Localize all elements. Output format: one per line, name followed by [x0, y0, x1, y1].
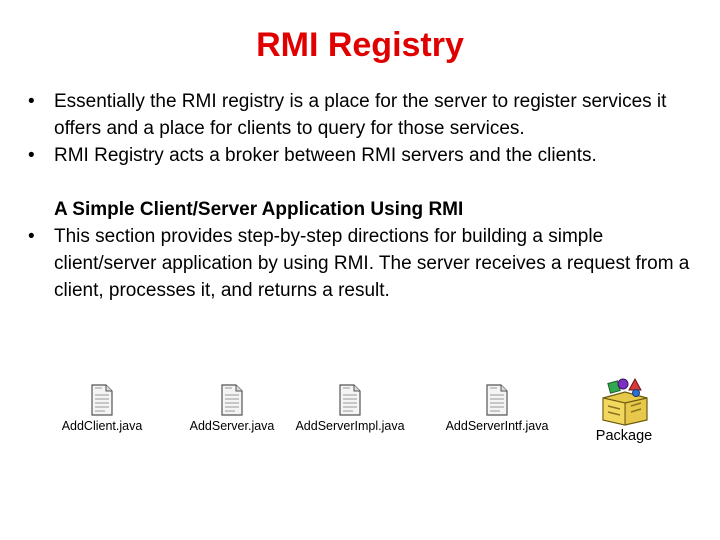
slide-title: RMI Registry [256, 26, 464, 64]
bullet-item: • RMI Registry acts a broker between RMI… [28, 142, 708, 169]
file-label: AddServerIntf.java [445, 419, 549, 433]
package-icon [602, 377, 648, 426]
file-addserver[interactable]: AddServer.java [172, 384, 292, 433]
slide-body: • Essentially the RMI registry is a plac… [28, 88, 708, 304]
bullet-glyph: • [28, 91, 35, 112]
bullet-glyph: • [28, 226, 35, 247]
file-addclient[interactable]: AddClient.java [42, 384, 162, 433]
document-icon [486, 384, 508, 416]
bullet-item: • This section provides step-by-step dir… [28, 223, 708, 304]
document-icon [91, 384, 113, 416]
bullet-text: RMI Registry acts a broker between RMI s… [54, 145, 597, 166]
bullet-text: Essentially the RMI registry is a place … [54, 91, 667, 139]
file-label: AddServer.java [189, 419, 275, 433]
section-heading: A Simple Client/Server Application Using… [54, 199, 464, 220]
bullet-glyph: • [28, 145, 35, 166]
bullet-text: This section provides step-by-step direc… [54, 226, 690, 301]
package-folder[interactable]: Package [564, 376, 684, 444]
file-label: AddServerImpl.java [295, 419, 405, 433]
file-addserverintf[interactable]: AddServerIntf.java [437, 384, 557, 433]
file-addserverimpl[interactable]: AddServerImpl.java [290, 384, 410, 433]
file-label: AddClient.java [61, 419, 143, 433]
bullet-item: • Essentially the RMI registry is a plac… [28, 88, 708, 142]
file-label: Package [595, 428, 653, 444]
document-icon [221, 384, 243, 416]
document-icon [339, 384, 361, 416]
